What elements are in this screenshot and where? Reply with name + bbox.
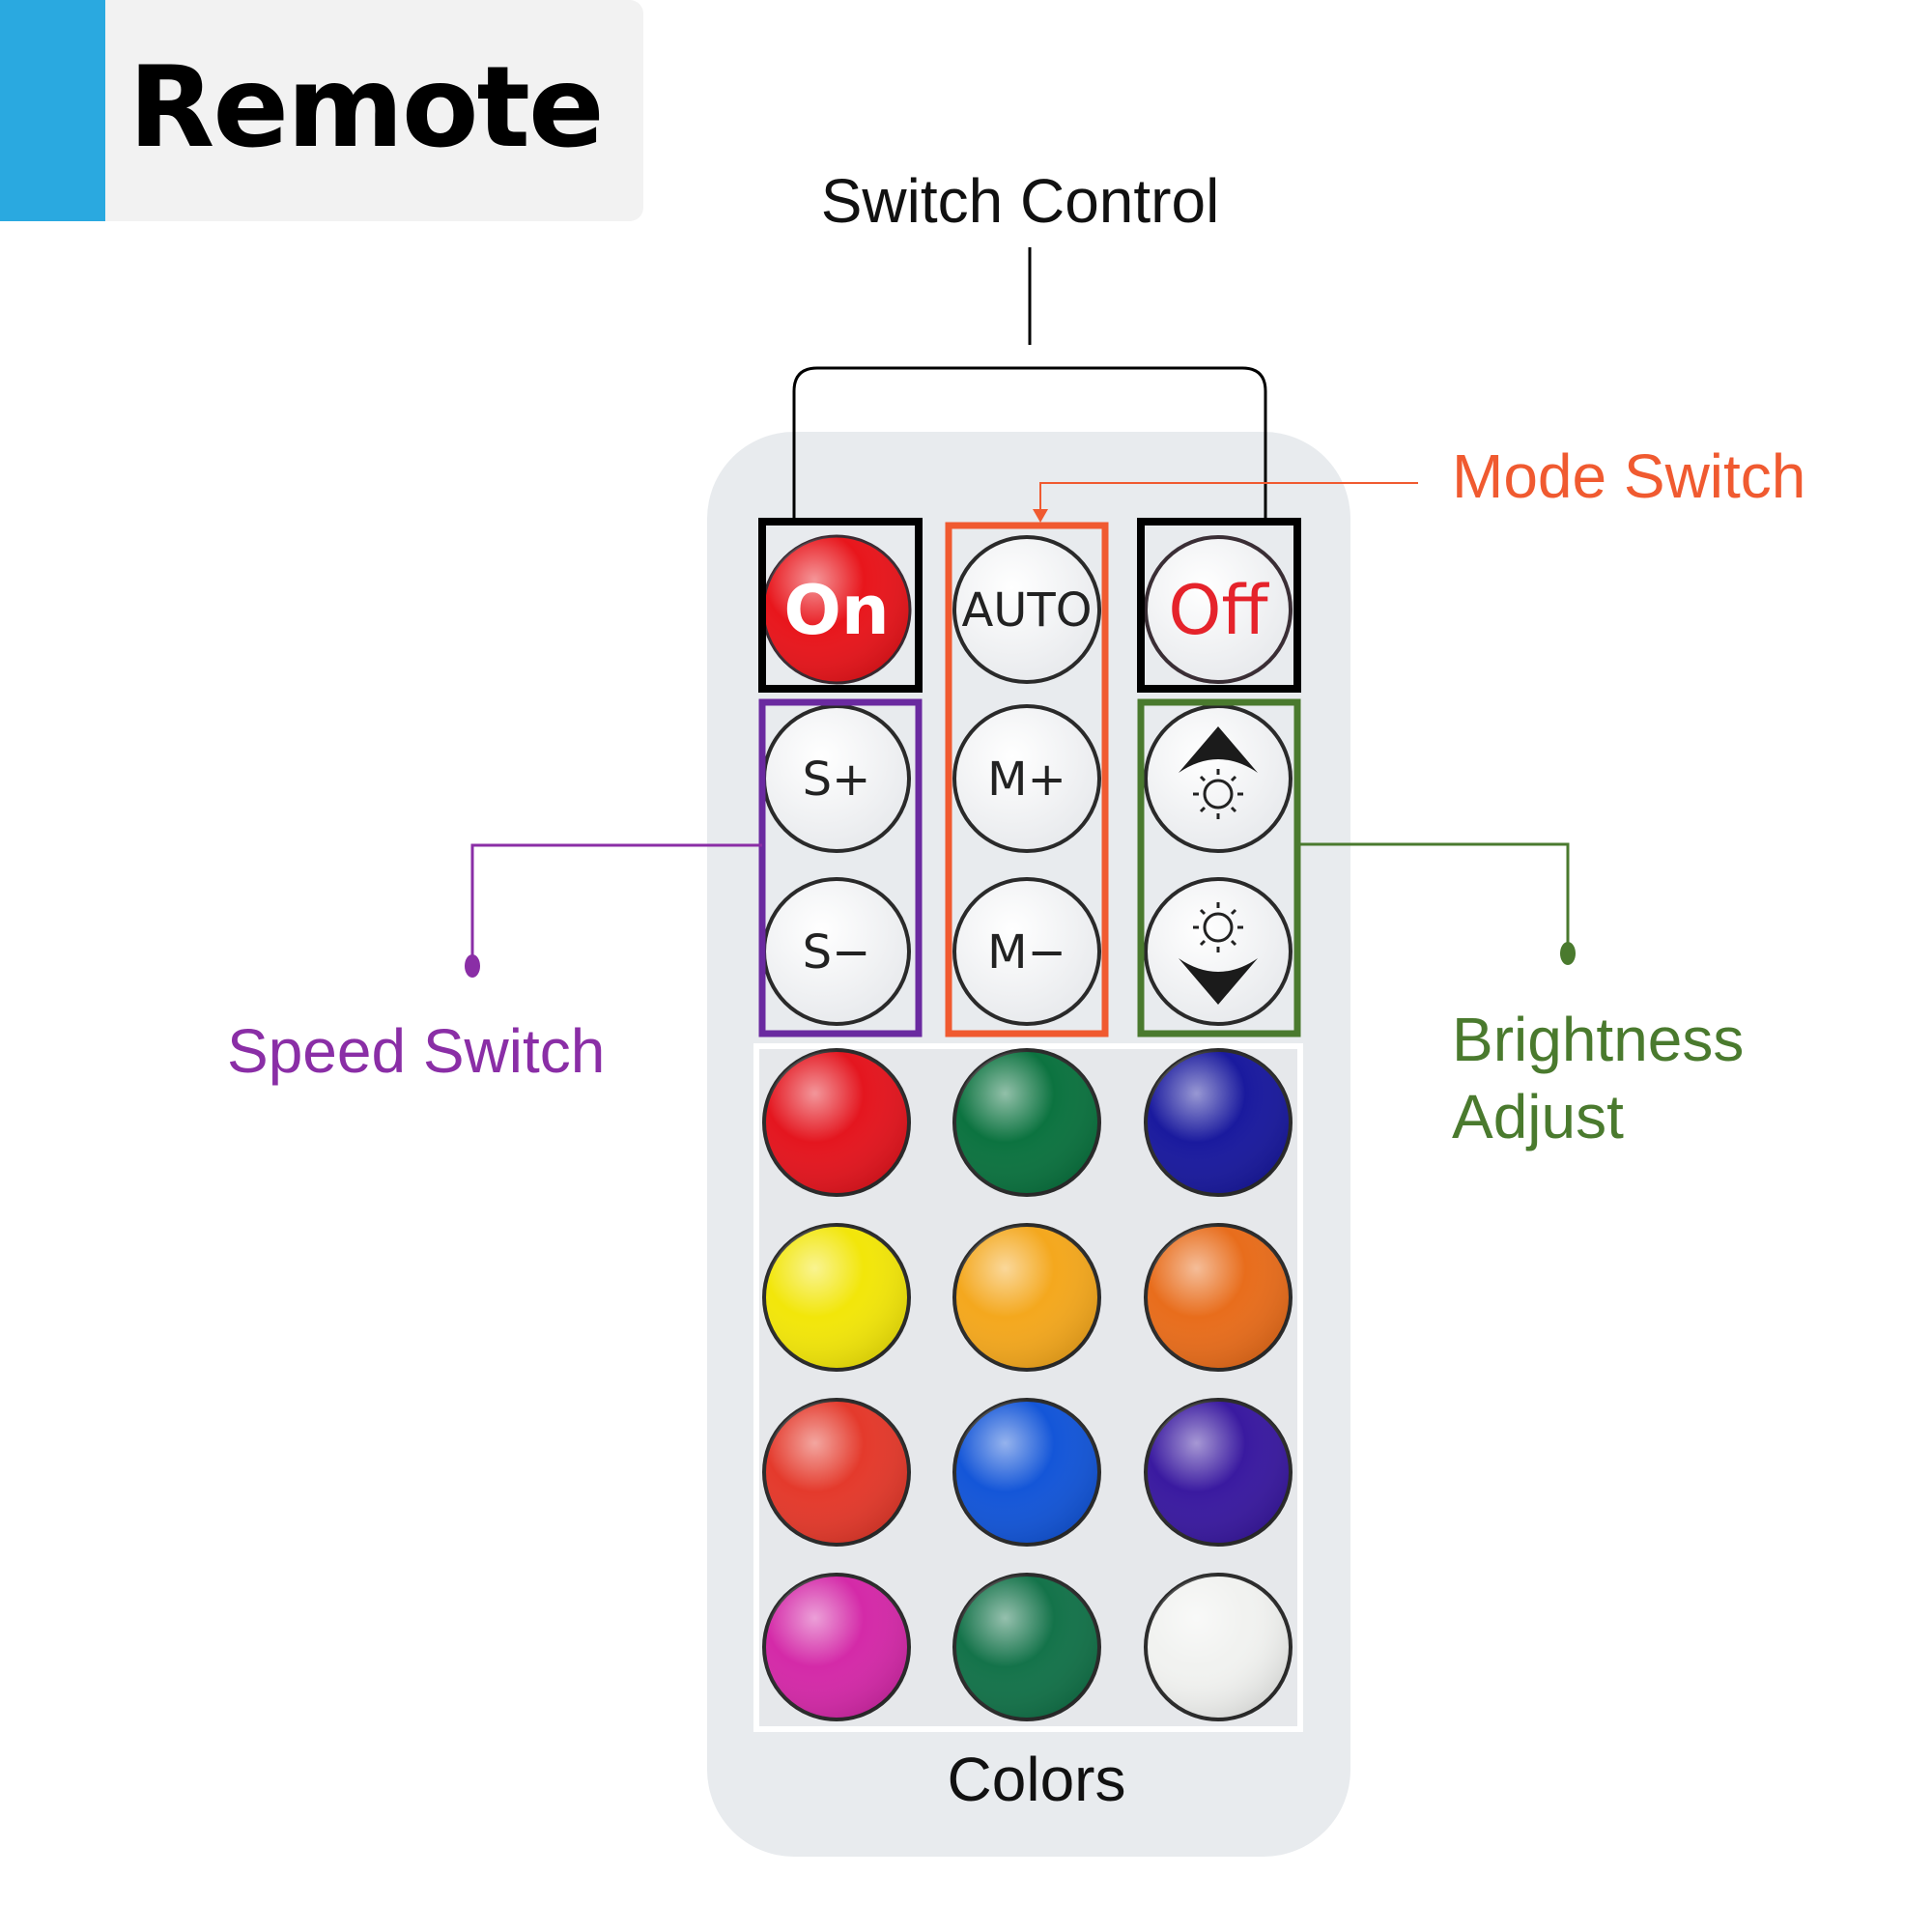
on-button-label: On	[783, 571, 889, 650]
color-button[interactable]	[952, 1398, 1101, 1547]
auto-button[interactable]: AUTO	[952, 535, 1101, 684]
color-buttons-grid	[762, 1048, 1293, 1721]
mode-switch-arrowhead	[1033, 509, 1048, 523]
speed-switch-connector	[470, 843, 762, 961]
color-button[interactable]	[952, 1048, 1101, 1197]
colors-label: Colors	[948, 1745, 1126, 1814]
brightness-dot	[1560, 942, 1576, 965]
mode-switch-box	[945, 522, 1109, 1037]
mode-up-button-label: M+	[987, 753, 1066, 807]
speed-up-button[interactable]: S+	[762, 704, 911, 853]
color-button[interactable]	[762, 1398, 911, 1547]
brightness-down-button[interactable]	[1144, 877, 1293, 1026]
brightness-label-line1: Brightness	[1452, 1005, 1744, 1074]
speed-switch-label: Speed Switch	[227, 1016, 605, 1086]
mode-switch-connector	[1039, 482, 1418, 512]
brightness-connector	[1297, 842, 1570, 950]
brightness-box	[1137, 698, 1301, 1037]
title-accent-bar	[0, 0, 105, 221]
speed-switch-dot	[465, 954, 480, 978]
color-button[interactable]	[1144, 1398, 1293, 1547]
off-button-label: Off	[1168, 571, 1269, 650]
off-button[interactable]: Off	[1144, 535, 1293, 684]
speed-down-button-label: S−	[803, 925, 871, 980]
brightness-up-arrow-icon	[1179, 726, 1258, 773]
speed-switch-box	[758, 698, 923, 1037]
mode-switch-label: Mode Switch	[1452, 441, 1805, 511]
sun-icon	[1193, 769, 1243, 819]
color-button[interactable]	[1144, 1048, 1293, 1197]
title-banner: Remote	[0, 0, 643, 221]
color-button[interactable]	[1144, 1223, 1293, 1372]
switch-control-label: Switch Control	[821, 166, 1220, 236]
switch-control-bracket	[792, 247, 1267, 522]
brightness-up-button[interactable]	[1144, 704, 1293, 853]
mode-down-button[interactable]: M−	[952, 877, 1101, 1026]
sun-icon	[1193, 902, 1243, 952]
color-button[interactable]	[952, 1223, 1101, 1372]
mode-down-button-label: M−	[987, 925, 1066, 980]
auto-button-label: AUTO	[961, 583, 1092, 638]
color-button[interactable]	[1144, 1573, 1293, 1721]
mode-up-button[interactable]: M+	[952, 704, 1101, 853]
switch-control-off-box	[1137, 518, 1301, 693]
color-button[interactable]	[762, 1223, 911, 1372]
brightness-label-line2: Adjust	[1452, 1082, 1624, 1151]
color-button[interactable]	[762, 1573, 911, 1721]
on-button[interactable]: On	[761, 534, 912, 685]
speed-down-button[interactable]: S−	[762, 877, 911, 1026]
page-title: Remote	[128, 43, 605, 173]
brightness-down-arrow-icon	[1179, 958, 1258, 1005]
color-button[interactable]	[952, 1573, 1101, 1721]
speed-up-button-label: S+	[803, 753, 871, 807]
switch-control-on-box	[758, 518, 923, 693]
color-button[interactable]	[762, 1048, 911, 1197]
